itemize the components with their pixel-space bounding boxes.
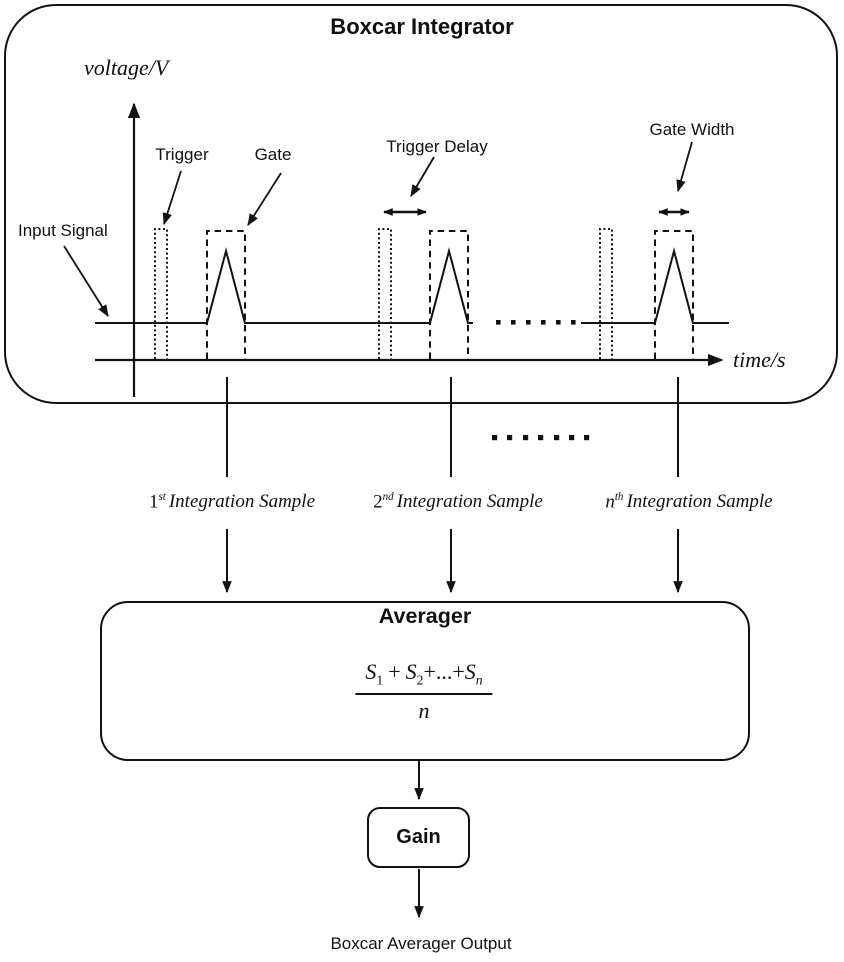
samples-ellipsis-dots [492, 435, 590, 441]
sample-1-text: Integration Sample [168, 491, 316, 513]
gain-box: Gain [367, 807, 470, 868]
sample-n-text: Integration Sample [626, 491, 773, 513]
trigger-delay-label: Trigger Delay [386, 137, 488, 156]
gate-label: Gate [254, 145, 292, 164]
sample-2-text: Integration Sample [396, 491, 543, 513]
output-label: Boxcar Averager Output [330, 934, 512, 953]
formula-sub-n: n [475, 672, 483, 688]
formula-dots: +...+ [423, 659, 465, 684]
time-axis-label: time/s [733, 347, 786, 372]
sample-arrows [222, 529, 683, 594]
formula-denominator: n [418, 698, 430, 724]
voltage-axis-label: voltage/V [84, 55, 169, 80]
averager-formula: S1+S2+...+Sn n [355, 659, 493, 724]
trigger-label: Trigger [155, 145, 209, 164]
sample-1-ordinal-suffix: st [158, 491, 166, 503]
sample-2-ordinal-suffix: nd [382, 491, 394, 503]
formula-term-s1: S [365, 659, 377, 684]
gain-label: Gain [396, 826, 441, 848]
formula-sub-2: 2 [416, 672, 424, 688]
sample-n-ordinal: n [605, 491, 615, 513]
formula-term-s2: S [405, 659, 417, 684]
sample-1-ordinal: 1 [148, 491, 159, 513]
averager-box [100, 601, 750, 761]
sample-n-ordinal-suffix: th [614, 491, 624, 503]
boxcar-integrator-box [4, 4, 838, 404]
formula-sub-1: 1 [376, 672, 384, 688]
formula-numerator: S1+S2+...+Sn [355, 659, 493, 696]
boxcar-integrator-title: Boxcar Integrator [330, 14, 514, 39]
sample-2-ordinal: 2 [373, 491, 383, 513]
formula-term-sn: S [464, 659, 476, 684]
input-signal-label: Input Signal [18, 221, 108, 240]
formula-plus: + [388, 659, 401, 684]
gate-width-label: Gate Width [649, 120, 735, 139]
averager-title: Averager [378, 604, 472, 628]
